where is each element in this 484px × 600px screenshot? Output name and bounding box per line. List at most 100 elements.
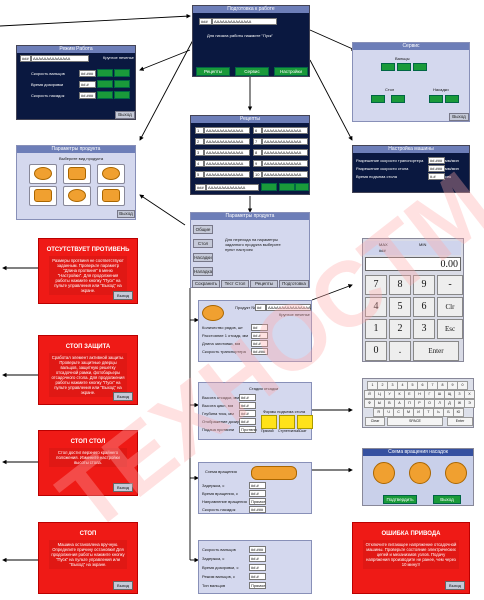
product-number-field[interactable]: ## xyxy=(255,304,266,311)
plus-button[interactable] xyxy=(114,69,130,77)
param-value[interactable]: ##.### xyxy=(251,348,268,355)
recipe-name[interactable]: АААААААААААААА xyxy=(262,138,308,145)
tab-service[interactable]: Сервис xyxy=(235,67,269,76)
confirm-button[interactable]: Подтвердить xyxy=(383,495,417,504)
exit-button[interactable]: Выход xyxy=(449,113,469,121)
prepare-button[interactable]: Подготовка xyxy=(279,280,309,288)
numpad-key[interactable]: 6 xyxy=(413,297,435,317)
param-value[interactable]: ##.# xyxy=(239,410,256,417)
form-slope-icon[interactable] xyxy=(297,415,313,429)
recipe-name[interactable]: АААААААААААААА xyxy=(262,171,308,178)
plus-button[interactable] xyxy=(114,80,130,88)
recipe-number[interactable]: 9 xyxy=(253,160,262,167)
alarm-exit-button[interactable]: Выход xyxy=(113,581,133,590)
table-up-button[interactable] xyxy=(371,95,385,103)
keyboard-clear-key[interactable]: Clear xyxy=(365,417,385,426)
recipe-save-button[interactable] xyxy=(279,183,295,191)
recipe-number[interactable]: 4 xyxy=(195,160,204,167)
rollers-stop-button[interactable] xyxy=(397,63,411,71)
numpad-key[interactable]: Enter xyxy=(413,341,459,361)
recipe-name[interactable]: АААААААААААААА xyxy=(204,149,250,156)
keyboard-key[interactable]: Э xyxy=(464,399,475,408)
side-tab-adjust[interactable]: Наладка xyxy=(193,267,213,276)
param-value[interactable]: ##.# xyxy=(239,394,256,401)
recipe-number[interactable]: 1 xyxy=(195,127,204,134)
param-value[interactable]: ##.# xyxy=(251,340,268,347)
form-step-icon[interactable] xyxy=(279,415,295,429)
param-value[interactable]: ##.### xyxy=(249,506,266,513)
recipe-name[interactable]: АААААААААААААА xyxy=(204,160,250,167)
numpad-key[interactable]: 8 xyxy=(389,275,411,295)
rotation-left-icon[interactable] xyxy=(373,462,395,484)
machine-row-value[interactable]: ##.### xyxy=(428,165,445,172)
param-value[interactable]: ##.# xyxy=(239,418,256,425)
recipe-load-button[interactable] xyxy=(261,183,277,191)
numpad-key[interactable]: Esc xyxy=(437,319,463,339)
numpad-key[interactable]: 5 xyxy=(389,297,411,317)
numpad-key[interactable]: 2 xyxy=(389,319,411,339)
minus-button[interactable] xyxy=(97,69,113,77)
param-value[interactable]: Протвни xyxy=(239,426,257,433)
nozzles-left-button[interactable] xyxy=(429,95,443,103)
side-tab-nozzles[interactable]: Насадки xyxy=(193,253,213,262)
recipe-number[interactable]: 2 xyxy=(195,138,204,145)
alarm-exit-button[interactable]: Выход xyxy=(445,581,465,590)
rotation-right-icon[interactable] xyxy=(445,462,467,484)
param-value[interactable]: Прямое xyxy=(249,582,266,589)
recipe-name[interactable]: АААААААААААААА xyxy=(262,149,308,156)
minus-button[interactable] xyxy=(97,91,113,99)
rollers-left-button[interactable] xyxy=(381,63,395,71)
recipe-number[interactable]: 7 xyxy=(253,138,262,145)
param-value[interactable]: ##.# xyxy=(249,490,266,497)
recipe-number[interactable]: 10 xyxy=(253,171,262,178)
numpad-key[interactable]: 4 xyxy=(365,297,387,317)
exit-button[interactable]: Выход xyxy=(433,495,461,504)
product-name-field[interactable]: АААААААААААААААА xyxy=(266,304,311,311)
recipe-number[interactable]: 3 xyxy=(195,149,204,156)
param-value[interactable]: Прямое xyxy=(249,498,266,505)
test-table-button[interactable]: Тест Стол xyxy=(221,280,249,288)
numpad-key[interactable]: . xyxy=(389,341,411,361)
exit-button[interactable]: Выход xyxy=(115,111,135,119)
numpad-key[interactable]: Clr xyxy=(437,297,463,317)
numpad-key[interactable]: 9 xyxy=(413,275,435,295)
param-value[interactable]: ##.# xyxy=(249,555,266,562)
mode-row-value[interactable]: ##.# xyxy=(79,81,96,88)
alarm-exit-button[interactable]: Выход xyxy=(113,483,133,492)
numpad-key[interactable]: 3 xyxy=(413,319,435,339)
alarm-exit-button[interactable]: Выход xyxy=(113,392,133,401)
alarm-exit-button[interactable]: Выход xyxy=(113,291,133,300)
numpad-key[interactable]: - xyxy=(437,275,463,295)
machine-row-value[interactable]: #.# xyxy=(428,173,445,180)
side-tab-general[interactable]: Общие xyxy=(193,225,213,234)
numpad-key[interactable]: 7 xyxy=(365,275,387,295)
plus-button[interactable] xyxy=(114,91,130,99)
keyboard-space-key[interactable]: SPACE xyxy=(387,417,443,426)
mode-row-value[interactable]: ##.### xyxy=(79,70,96,77)
minus-button[interactable] xyxy=(97,80,113,88)
start-recipe-field[interactable]: АААААААААААААА xyxy=(212,18,277,25)
recipe-name[interactable]: АААААААААААААА xyxy=(204,138,250,145)
param-value[interactable]: ##.# xyxy=(239,402,256,409)
mode-row-value[interactable]: ##.### xyxy=(79,92,96,99)
recipe-name[interactable]: АААААААААААААА xyxy=(204,127,250,134)
tab-recipes[interactable]: Рецепты xyxy=(196,67,230,76)
numpad-key[interactable]: 1 xyxy=(365,319,387,339)
machine-row-value[interactable]: ##.### xyxy=(428,157,445,164)
save-button[interactable]: Сохранить xyxy=(192,280,220,288)
side-tab-table[interactable]: Стол xyxy=(193,239,213,248)
keyboard-key[interactable]: 0 xyxy=(457,381,468,390)
param-value[interactable]: ## xyxy=(251,324,268,331)
form-straight-icon[interactable] xyxy=(261,415,277,429)
recipe-number[interactable]: 6 xyxy=(253,127,262,134)
rollers-right-button[interactable] xyxy=(413,63,427,71)
numpad-key[interactable]: 0 xyxy=(365,341,387,361)
keyboard-key[interactable]: Х xyxy=(464,390,475,399)
keyboard-enter-key[interactable]: Enter xyxy=(447,417,473,426)
recipe-name[interactable]: АААААААААААААА xyxy=(262,160,308,167)
table-down-button[interactable] xyxy=(391,95,405,103)
recipe-number[interactable]: 5 xyxy=(195,171,204,178)
recipe-name[interactable]: АААААААААААААА xyxy=(204,171,250,178)
tab-settings[interactable]: Настройки xyxy=(274,67,308,76)
param-value[interactable]: ##.# xyxy=(249,564,266,571)
